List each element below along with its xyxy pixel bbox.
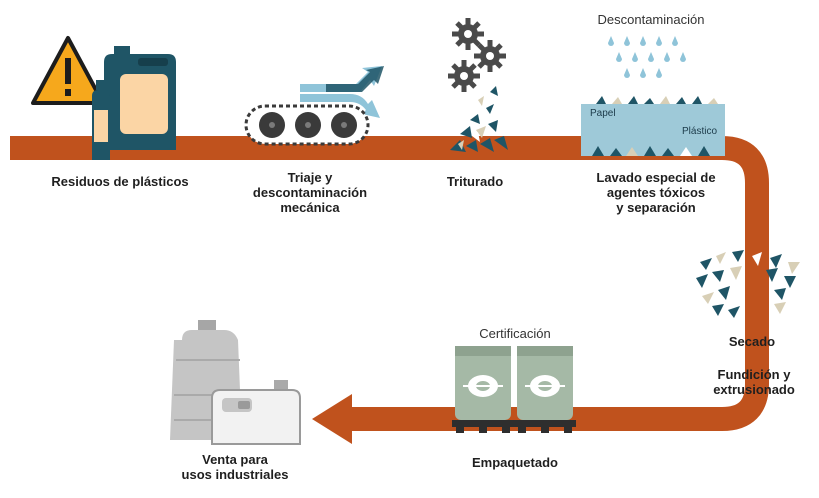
industrial-containers-icon bbox=[170, 320, 301, 445]
process-flow-pipe bbox=[10, 136, 769, 444]
step-label-lavado: Lavado especial de agentes tóxicos y sep… bbox=[596, 170, 716, 215]
washing-tank-icon bbox=[581, 36, 725, 156]
tank-label-papel: Papel bbox=[590, 108, 616, 119]
step-label-triturado: Triturado bbox=[446, 174, 504, 189]
plastic-waste-icon bbox=[31, 36, 176, 160]
step-label-venta: Venta para usos industriales bbox=[181, 452, 289, 482]
step-label-residuos: Residuos de plásticos bbox=[51, 174, 189, 189]
step-label-fundicion: Fundición y extrusionado bbox=[713, 367, 795, 397]
step-label-empaquetado: Empaquetado bbox=[472, 455, 558, 470]
water-drops-icon bbox=[608, 36, 686, 78]
step-label-triaje: Triaje y descontaminación mecánica bbox=[252, 170, 368, 215]
gears-shredding-icon bbox=[448, 18, 508, 152]
annotation-descontaminacion: Descontaminación bbox=[597, 12, 705, 27]
flow-arrowhead bbox=[312, 394, 352, 444]
dried-flakes-icon bbox=[696, 250, 800, 318]
tank-label-plastico: Plástico bbox=[682, 126, 718, 137]
step-label-secado: Secado bbox=[728, 334, 776, 349]
conveyor-sorting-icon bbox=[244, 66, 384, 146]
sacks-on-pallets-icon bbox=[452, 346, 576, 433]
annotation-certificacion: Certificación bbox=[479, 326, 551, 341]
